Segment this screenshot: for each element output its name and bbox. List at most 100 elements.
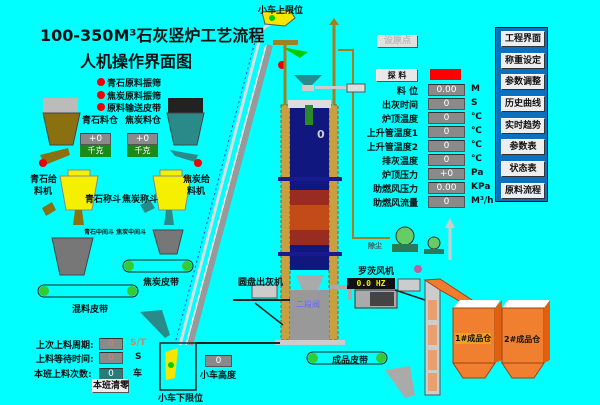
set-origin-button[interactable]: 设原点 bbox=[377, 35, 418, 48]
param-unit: Pa bbox=[471, 168, 484, 178]
second-valve-label: 二段阀 bbox=[296, 300, 320, 309]
coke-middle-hopper bbox=[152, 229, 184, 255]
kiln-wall-left bbox=[280, 104, 291, 341]
stone-feeder-label-2: 料机 bbox=[34, 187, 53, 197]
coke-weigh-hopper bbox=[140, 169, 192, 225]
param-value: +0 bbox=[428, 168, 465, 180]
nav-parameter-adjust[interactable]: 参数调整 bbox=[501, 74, 545, 90]
page-title-line2: 人机操作界面图 bbox=[80, 52, 193, 71]
param-label: 料 位 bbox=[396, 87, 418, 97]
param-unit: M bbox=[471, 84, 480, 94]
dust-fan bbox=[392, 218, 455, 273]
param-unit: ℃ bbox=[471, 112, 482, 122]
silo-2-label: 2#成品仓 bbox=[504, 335, 541, 344]
coke-belt bbox=[122, 259, 194, 273]
bucket-elevator bbox=[385, 278, 476, 398]
stone-weigh-hopper bbox=[42, 169, 99, 225]
coke-weight-unit: 千克 bbox=[127, 145, 158, 157]
stat-unit: S/T bbox=[130, 338, 146, 348]
status-dot bbox=[97, 91, 105, 99]
stone-weight-display: +0 bbox=[80, 133, 111, 145]
stat-value: 0 bbox=[99, 338, 123, 350]
param-value: 0.00 bbox=[428, 182, 465, 194]
coke-bin-label: 焦炭料仓 bbox=[125, 116, 162, 126]
nav-panel: 工程界面 称重设定 参数调整 历史曲线 实时趋势 参数表 状态表 原料流程 bbox=[495, 27, 548, 202]
param-unit: ℃ bbox=[471, 140, 482, 150]
param-value: 0 bbox=[428, 140, 465, 152]
kiln-level-value: 0 bbox=[317, 128, 325, 141]
stone-middle-hopper bbox=[51, 237, 94, 276]
product-silo-2 bbox=[501, 300, 550, 379]
page-title-line1: 100-350M³石灰竖炉工艺流程 bbox=[40, 26, 265, 45]
nav-status-table[interactable]: 状态表 bbox=[501, 161, 545, 177]
param-value: 0 bbox=[428, 98, 465, 110]
param-label: 炉顶温度 bbox=[381, 115, 418, 125]
reset-shift-button[interactable]: 本班清零 bbox=[92, 379, 130, 393]
stat-label: 上料等待时间: bbox=[36, 355, 94, 365]
param-value: 0 bbox=[428, 154, 465, 166]
param-value: 0 bbox=[428, 112, 465, 124]
coke-weigh-label: 焦炭称斗 bbox=[122, 195, 159, 205]
mix-belt-label: 混料皮带 bbox=[72, 305, 109, 315]
param-label: 上升管温度2 bbox=[366, 143, 418, 153]
green-chute bbox=[282, 47, 308, 58]
stone-weigh-label: 青石称斗 bbox=[85, 195, 122, 205]
skip-bottom-frame bbox=[159, 342, 197, 391]
skip-top-limit-label: 小车上限位 bbox=[258, 6, 304, 16]
param-unit: ℃ bbox=[471, 154, 482, 164]
disc-discharger bbox=[251, 284, 278, 299]
skip-height-display: 0 bbox=[205, 355, 232, 367]
nav-material-flow[interactable]: 原料流程 bbox=[501, 183, 545, 199]
param-value: 0 bbox=[428, 196, 465, 208]
probe-button[interactable]: 探 料 bbox=[376, 69, 418, 82]
param-unit: S bbox=[471, 98, 478, 108]
stat-label: 本班上料次数: bbox=[34, 370, 92, 380]
stone-bin bbox=[39, 98, 81, 167]
nav-engineering[interactable]: 工程界面 bbox=[501, 31, 545, 47]
stone-bin-label: 青石料仓 bbox=[82, 116, 119, 126]
skip-bottom-limit-label: 小车下限位 bbox=[158, 394, 204, 404]
skip-height-label: 小车高度 bbox=[200, 371, 237, 381]
param-label: 排灰温度 bbox=[381, 157, 418, 167]
legend-stone-screen: 青石原料振筛 bbox=[107, 79, 162, 89]
param-value: 0 bbox=[428, 126, 465, 138]
stone-feeder-label-1: 青石给 bbox=[30, 175, 58, 185]
status-dot bbox=[97, 78, 105, 86]
legend-belt: 原料输送皮带 bbox=[107, 104, 162, 114]
second-stage-valve-housing bbox=[290, 290, 329, 340]
param-label: 助燃风流量 bbox=[372, 199, 418, 209]
product-belt-label: 成品皮带 bbox=[332, 356, 369, 366]
dust-pipe bbox=[338, 49, 390, 239]
skip-car-top bbox=[261, 9, 296, 27]
silo-1-label: 1#成品仓 bbox=[455, 333, 492, 344]
nav-parameter-table[interactable]: 参数表 bbox=[501, 139, 545, 155]
mix-belt bbox=[37, 284, 139, 298]
fan-frequency-display: 0.0 HZ bbox=[347, 278, 395, 289]
dust-label: 除尘 bbox=[368, 242, 382, 250]
param-label: 上升管温度1 bbox=[366, 129, 418, 139]
param-label: 助燃风压力 bbox=[372, 185, 418, 195]
stat-value: 0 bbox=[99, 352, 123, 364]
roots-fan-motor bbox=[330, 285, 398, 309]
probe-status-indicator bbox=[430, 69, 461, 80]
param-label: 出灰时间 bbox=[381, 101, 418, 111]
roots-fan-label: 罗茨风机 bbox=[358, 267, 395, 277]
stone-weight-unit: 千克 bbox=[80, 145, 111, 157]
exhaust-arrow bbox=[329, 18, 339, 25]
param-unit: ℃ bbox=[471, 126, 482, 136]
stat-unit: S bbox=[135, 352, 142, 362]
coke-belt-label: 焦炭皮带 bbox=[143, 278, 180, 288]
coke-feeder-label-1: 焦炭给 bbox=[183, 175, 211, 185]
nav-history-curves[interactable]: 历史曲线 bbox=[501, 96, 545, 112]
product-belt bbox=[306, 351, 388, 365]
param-value: 0.00 bbox=[428, 84, 465, 96]
discharger-label: 圆盘出灰机 bbox=[238, 278, 284, 288]
param-label: 炉顶压力 bbox=[381, 171, 418, 181]
nav-realtime-trend[interactable]: 实时趋势 bbox=[501, 118, 545, 134]
param-unit: M³/h bbox=[471, 196, 494, 206]
legend-coke-screen: 焦炭原料振筛 bbox=[107, 92, 162, 102]
nav-weigh-settings[interactable]: 称重设定 bbox=[501, 53, 545, 69]
kiln-wall-right bbox=[328, 104, 339, 341]
middle-hopper-label: 青石中间斗 焦炭中间斗 bbox=[84, 229, 147, 236]
